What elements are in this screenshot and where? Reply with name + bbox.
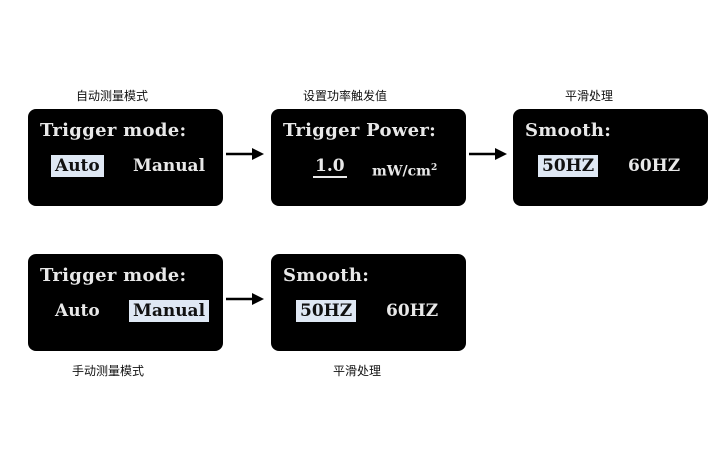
arrow-right-icon [226,148,264,160]
unit-text: mW/cm [372,163,431,180]
screen-trigger-mode-manual: Trigger mode: Auto Manual [28,254,223,351]
option-manual[interactable]: Manual [133,156,206,176]
screen-title: Smooth: [283,265,370,286]
screen-title: Trigger mode: [40,265,187,286]
screen-title: Smooth: [525,120,612,141]
screen-trigger-mode-auto: Trigger mode: Auto Manual [28,109,223,206]
unit-exponent: 2 [431,163,438,173]
option-manual-selected[interactable]: Manual [129,300,210,322]
option-60hz[interactable]: 60HZ [386,301,439,321]
arrow-right-icon [469,148,507,160]
screen-smooth-1: Smooth: 50HZ 60HZ [513,109,708,206]
trigger-power-value[interactable]: 1.0 [313,156,347,178]
trigger-power-unit: mW/cm2 [372,158,437,182]
caption-auto-mode: 自动测量模式 [76,89,149,103]
arrow-right-icon [226,293,264,305]
caption-manual-mode: 手动测量模式 [72,364,145,378]
option-50hz-selected[interactable]: 50HZ [538,155,599,177]
screen-title: Trigger mode: [40,120,187,141]
screen-smooth-2: Smooth: 50HZ 60HZ [271,254,466,351]
option-50hz-selected[interactable]: 50HZ [296,300,357,322]
option-auto[interactable]: Auto [55,301,100,321]
caption-smooth-1: 平滑处理 [565,89,614,103]
caption-smooth-2: 平滑处理 [333,364,382,378]
option-auto-selected[interactable]: Auto [51,155,104,177]
screen-trigger-power: Trigger Power: 1.0 mW/cm2 [271,109,466,206]
screen-title: Trigger Power: [283,120,437,141]
caption-trigger-power: 设置功率触发值 [303,89,388,103]
option-60hz[interactable]: 60HZ [628,156,681,176]
